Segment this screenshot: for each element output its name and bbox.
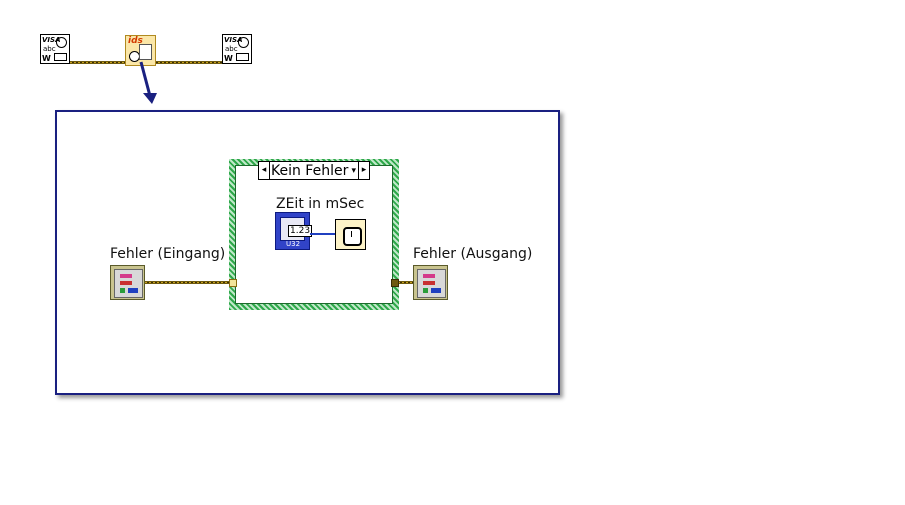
abc-text: abc	[225, 45, 238, 53]
numeric-control-icon[interactable]: 1.23 U32	[275, 212, 313, 250]
error-in-cluster-icon[interactable]	[110, 265, 145, 300]
case-prev-button[interactable]: ◂	[259, 162, 270, 179]
box-icon	[236, 53, 249, 61]
visa-icon-right[interactable]: VISA abc W	[222, 34, 252, 64]
cluster-element-2	[120, 281, 132, 285]
watch-icon	[343, 227, 362, 246]
box-icon	[54, 53, 67, 61]
w-text: W	[224, 54, 233, 63]
pointer-arrow	[139, 61, 157, 104]
time-control-label: ZEit in mSec	[276, 196, 365, 212]
numeric-wire[interactable]	[310, 233, 335, 235]
numeric-value: 1.23	[288, 225, 313, 237]
error-out-label: Fehler (Ausgang)	[413, 246, 533, 262]
case-output-tunnel[interactable]	[391, 279, 399, 287]
clock-icon	[238, 37, 249, 48]
cluster-element-1	[423, 274, 435, 278]
error-in-label: Fehler (Eingang)	[110, 246, 226, 262]
visa-text: VISA	[42, 36, 61, 44]
case-next-button[interactable]: ▸	[358, 162, 369, 179]
case-input-tunnel[interactable]	[229, 279, 237, 287]
page-icon	[139, 44, 152, 60]
cluster-element-1	[120, 274, 132, 278]
error-wire-in[interactable]	[145, 281, 233, 284]
cluster-element-3	[120, 288, 125, 293]
cluster-element-4	[128, 288, 138, 293]
chevron-down-icon[interactable]: ▾	[351, 166, 356, 176]
cluster-element-3	[423, 288, 428, 293]
abc-text: abc	[43, 45, 56, 53]
w-text: W	[42, 54, 51, 63]
case-selector-label: Kein Fehler	[271, 163, 349, 179]
cluster-inner	[114, 269, 143, 298]
cluster-element-2	[423, 281, 435, 285]
cluster-inner	[417, 269, 446, 298]
visa-icon-left[interactable]: VISA abc W	[40, 34, 70, 64]
case-selector[interactable]: ◂ Kein Fehler ▾ ▸	[258, 161, 370, 180]
numeric-type: U32	[286, 240, 301, 248]
clock-icon	[56, 37, 67, 48]
wait-icon[interactable]	[335, 219, 366, 250]
cluster-element-4	[431, 288, 441, 293]
error-out-cluster-icon[interactable]	[413, 265, 448, 300]
subvi-badge: ids	[128, 36, 143, 46]
error-wire-out[interactable]	[398, 281, 415, 284]
visa-text: VISA	[224, 36, 243, 44]
